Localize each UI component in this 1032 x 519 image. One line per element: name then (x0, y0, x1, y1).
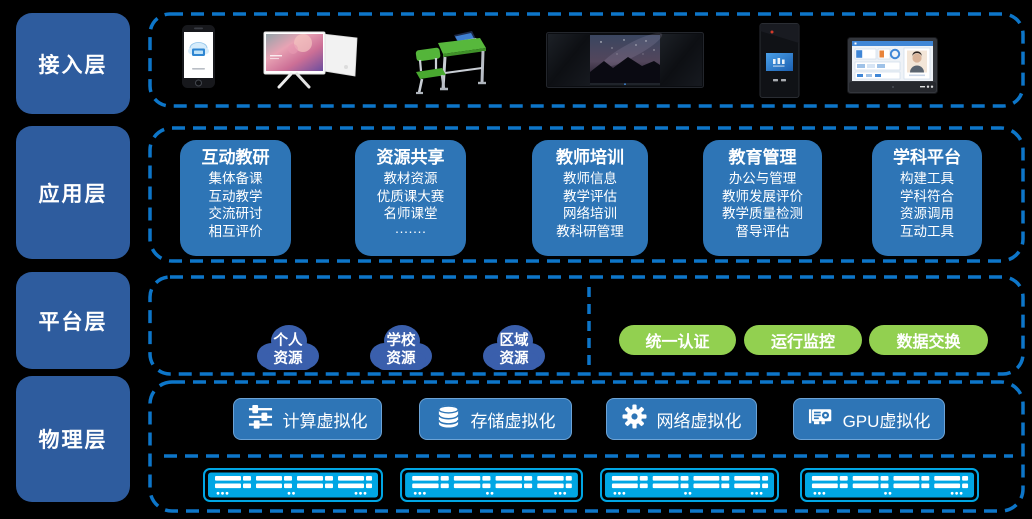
module-education-management: 教育管理 办公与管理 教师发展评价 教学质量检测 督导评估 (703, 140, 822, 256)
module-item: 名师课堂 (383, 206, 438, 221)
layer-label-platform: 平台层 (16, 272, 130, 369)
server-rack-image (600, 468, 779, 502)
layer-label-application: 应用层 (16, 126, 130, 259)
application-layer-container (148, 126, 1025, 263)
module-resource-sharing: 资源共享 教材资源 优质课大赛 名师课堂 ······· (355, 140, 466, 256)
platform-layer-container (148, 275, 1025, 376)
physical-horizontal-divider (162, 446, 1015, 458)
module-item: 相互评价 (208, 223, 263, 239)
kiosk-terminal-image (756, 23, 803, 103)
service-operation-monitoring: 运行监控 (744, 325, 862, 355)
cloud-school-resources: 学校 资源 (364, 315, 436, 373)
module-item: 教师信息 (563, 171, 617, 186)
service-unified-authentication: 统一认证 (619, 325, 736, 355)
virtualization-compute: 计算虚拟化 (233, 398, 382, 440)
module-item: 网络培训 (563, 206, 617, 221)
smartphone-image (181, 24, 216, 94)
module-title: 教师培训 (556, 148, 624, 167)
module-title: 资源共享 (376, 148, 445, 167)
module-item: 教科研管理 (556, 223, 624, 239)
gpu-icon (808, 404, 833, 434)
virtualization-label: 存储虚拟化 (470, 411, 556, 431)
module-item: 互动工具 (900, 223, 954, 239)
gear-icon (621, 404, 647, 434)
module-title: 教育管理 (728, 148, 797, 167)
cloud-text-line1: 区域 (500, 331, 529, 349)
virtualization-storage: 存储虚拟化 (419, 398, 572, 440)
cloud-text-line2: 资源 (274, 349, 303, 367)
physical-layer-container (148, 380, 1025, 513)
module-interactive-research: 互动教研 集体备课 互动教学 交流研讨 相互评价 (180, 140, 291, 256)
cloud-text-line1: 个人 (273, 332, 303, 349)
server-rack-image (400, 468, 583, 502)
sliders-icon (248, 404, 273, 434)
module-item: 优质课大赛 (376, 188, 445, 204)
cloud-text-line2: 资源 (500, 349, 529, 367)
virtualization-label: 网络虚拟化 (656, 411, 742, 431)
access-layer-container (148, 12, 1025, 108)
module-item: 教学评估 (563, 188, 617, 204)
server-rack-image (203, 468, 383, 502)
cloud-personal-resources: 个人 资源 (251, 315, 323, 373)
virtualization-gpu: GPU虚拟化 (793, 398, 945, 440)
cloud-text-line2: 资源 (387, 349, 416, 367)
layer-label-access: 接入层 (16, 13, 130, 114)
module-item: 教师发展评价 (722, 188, 803, 204)
student-desk-image (410, 27, 486, 100)
cloud-regional-resources: 区域 资源 (477, 315, 549, 373)
module-item: 构建工具 (900, 171, 954, 186)
module-item: ······· (394, 223, 427, 239)
module-item: 集体备课 (208, 171, 263, 186)
smart-blackboard-image (546, 32, 704, 93)
virtualization-network: 网络虚拟化 (606, 398, 757, 440)
module-item: 督导评估 (735, 223, 790, 239)
module-item: 交流研讨 (208, 206, 263, 221)
server-rack-image (800, 468, 979, 502)
module-teacher-training: 教师培训 教师信息 教学评估 网络培训 教科研管理 (532, 140, 648, 256)
virtualization-label: GPU虚拟化 (842, 411, 931, 431)
virtualization-label: 计算虚拟化 (282, 411, 368, 431)
module-item: 教材资源 (383, 171, 438, 186)
module-title: 学科平台 (893, 148, 961, 167)
cloud-text-line1: 学校 (387, 331, 416, 349)
module-item: 教学质量检测 (722, 206, 803, 221)
module-item: 互动教学 (208, 188, 263, 204)
classroom-tablet-image (847, 37, 938, 99)
layer-label-physical: 物理层 (16, 376, 130, 502)
module-item: 学科符合 (900, 188, 954, 204)
platform-vertical-divider (586, 285, 592, 369)
service-data-exchange: 数据交换 (869, 325, 988, 355)
module-subject-platform: 学科平台 构建工具 学科符合 资源调用 互动工具 (872, 140, 982, 256)
database-icon (436, 404, 461, 434)
module-title: 互动教研 (201, 148, 270, 167)
monitor-image (263, 29, 360, 94)
module-item: 办公与管理 (728, 171, 797, 186)
module-item: 资源调用 (900, 206, 954, 221)
